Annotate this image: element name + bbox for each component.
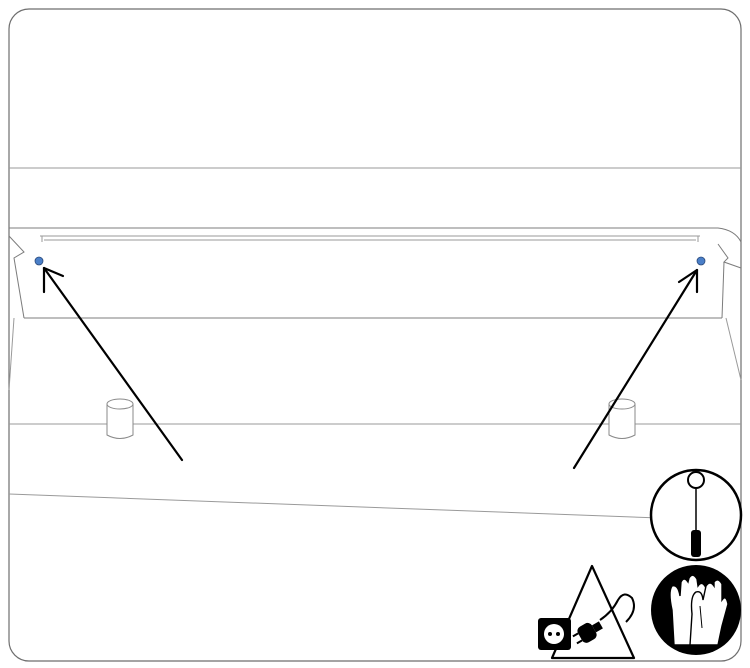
- gloves-icon: [651, 565, 741, 655]
- screwdriver-icon: [649, 468, 743, 562]
- left-pointer-arrow: [42, 266, 184, 462]
- illustration-frame: [8, 8, 742, 662]
- left-screw: [34, 256, 44, 266]
- right-pointer-arrow: [572, 268, 699, 470]
- left-post: [106, 398, 134, 439]
- unplug-warning-icon: [538, 564, 636, 660]
- right-post: [608, 398, 636, 439]
- front-cover-panel: [8, 227, 742, 391]
- right-screw: [696, 256, 706, 266]
